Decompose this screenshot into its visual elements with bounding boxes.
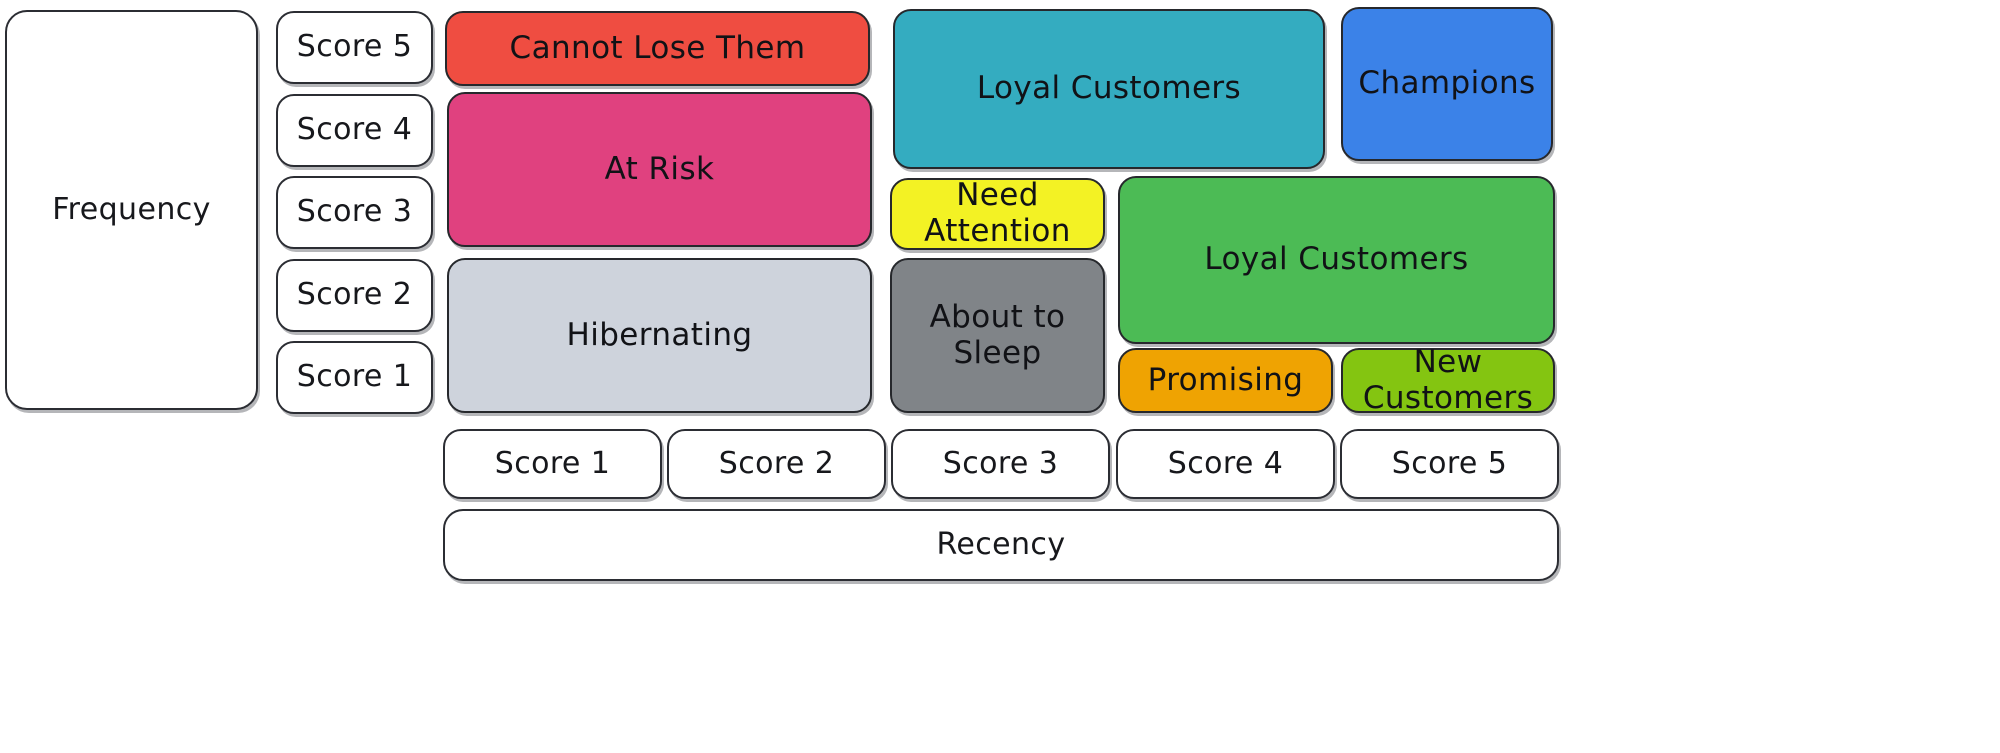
recency-score-3-label: Score 3 [942,445,1059,481]
segment-promising-label: Promising [1147,361,1304,398]
segment-champions-label: Champions [1358,65,1536,102]
segment-cannot-lose-them-label: Cannot Lose Them [509,29,806,66]
segment-promising[interactable]: Promising [1118,348,1333,413]
recency-score-2: Score 2 [667,429,886,499]
segment-about-to-sleep-label: About to Sleep [929,298,1066,371]
segment-loyal-customers-teal-label: Loyal Customers [976,70,1242,107]
recency-score-4: Score 4 [1116,429,1335,499]
recency-score-2-label: Score 2 [718,445,835,481]
segment-new-customers-label: New Customers [1362,343,1534,416]
recency-axis-label-text: Recency [936,526,1066,562]
recency-score-5-label: Score 5 [1391,445,1508,481]
frequency-score-2-label: Score 2 [296,277,413,313]
segment-hibernating[interactable]: Hibernating [447,258,872,413]
segment-loyal-customers-green[interactable]: Loyal Customers [1118,176,1555,344]
frequency-score-3-label: Score 3 [296,194,413,230]
frequency-score-3: Score 3 [276,176,433,249]
segment-about-to-sleep[interactable]: About to Sleep [890,258,1105,413]
segment-champions[interactable]: Champions [1341,7,1553,161]
segment-at-risk[interactable]: At Risk [447,92,872,247]
segment-need-attention[interactable]: Need Attention [890,177,1105,250]
recency-score-1: Score 1 [443,429,662,499]
recency-score-1-label: Score 1 [494,445,611,481]
segment-loyal-customers-green-label: Loyal Customers [1204,241,1469,278]
recency-axis-label: Recency [443,509,1559,581]
frequency-axis-label-text: Frequency [52,191,211,227]
frequency-score-1-label: Score 1 [296,359,413,395]
frequency-score-4-label: Score 4 [296,112,413,148]
recency-score-4-label: Score 4 [1167,445,1284,481]
recency-score-5: Score 5 [1340,429,1559,499]
frequency-axis-label: Frequency [5,10,258,410]
segment-loyal-customers-teal[interactable]: Loyal Customers [893,9,1325,169]
segment-new-customers[interactable]: New Customers [1341,343,1555,416]
frequency-score-5: Score 5 [276,11,433,84]
frequency-score-1: Score 1 [276,341,433,414]
recency-score-3: Score 3 [891,429,1110,499]
frequency-score-5-label: Score 5 [296,29,413,65]
segment-need-attention-label: Need Attention [924,177,1071,249]
segment-cannot-lose-them[interactable]: Cannot Lose Them [445,11,870,86]
segment-hibernating-label: Hibernating [566,316,753,353]
frequency-score-4: Score 4 [276,94,433,167]
frequency-score-2: Score 2 [276,259,433,332]
segment-at-risk-label: At Risk [604,150,715,187]
